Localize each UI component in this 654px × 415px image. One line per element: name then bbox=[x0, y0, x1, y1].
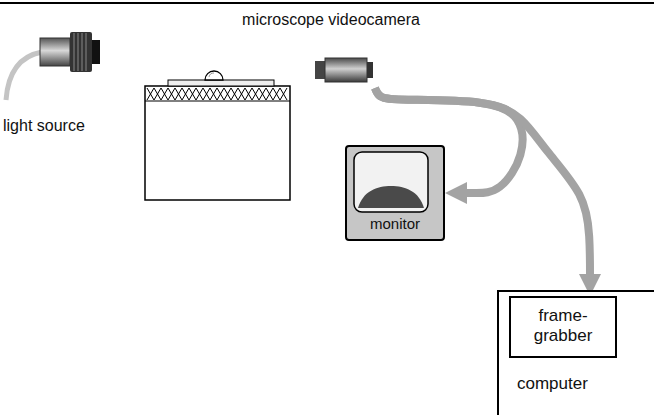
device-box: computer frame-grabber bbox=[497, 290, 654, 415]
part-label: light source bbox=[3, 117, 85, 135]
device-box: microscope videocamera bbox=[238, 8, 424, 88]
box-label: monitor bbox=[347, 215, 443, 233]
box-label: frame-grabber bbox=[534, 306, 593, 347]
device-box: monitor bbox=[345, 145, 445, 241]
box-label: computer bbox=[499, 374, 654, 394]
box-label: microscope videocamera bbox=[238, 10, 424, 29]
top-rule bbox=[0, 2, 654, 4]
lamp-symbol bbox=[6, 32, 100, 100]
sample-stage bbox=[145, 71, 290, 200]
inner-box: frame-grabber bbox=[509, 296, 617, 358]
